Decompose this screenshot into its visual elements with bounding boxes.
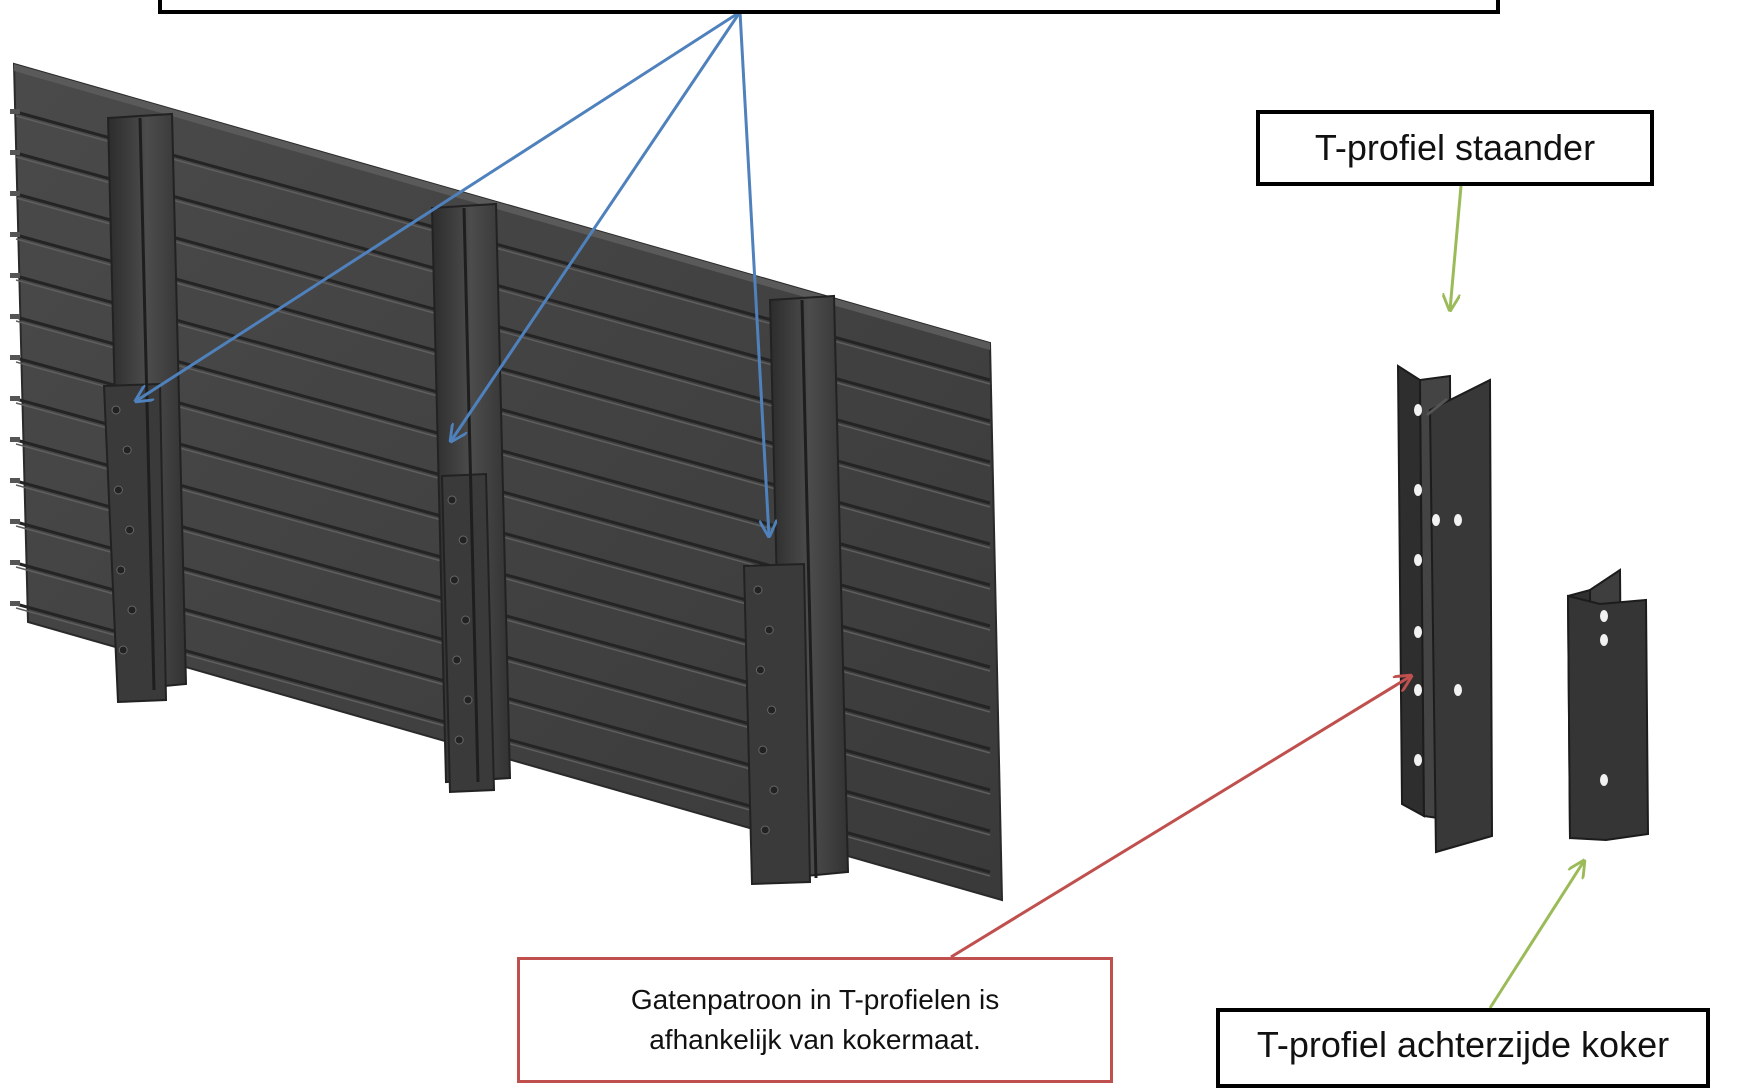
label-t-profiel-staander: T-profiel staander <box>1256 110 1654 186</box>
t-profile-achterzijde-part <box>1566 568 1650 842</box>
t-profile-staander-part <box>1396 364 1494 854</box>
top-callout-box <box>158 0 1500 14</box>
label-t-profiel-achterzijde: T-profiel achterzijde koker <box>1216 1008 1710 1088</box>
wall-post-2 <box>430 202 512 794</box>
staander-label-text: T-profiel staander <box>1314 127 1596 168</box>
gaten-label-line-2: afhankelijk van kokermaat. <box>649 1024 981 1055</box>
bolt-holes <box>111 405 779 835</box>
blue-arrow-2 <box>451 11 742 441</box>
red-arrow <box>950 676 1411 959</box>
blue-arrow-3 <box>738 11 769 536</box>
label-gatenpatroon: Gatenpatroon in T-profielen is afhankeli… <box>517 957 1113 1083</box>
achterzijde-label-text: T-profiel achterzijde koker <box>1256 1024 1670 1065</box>
green-arrow-achterzijde <box>1488 861 1584 1009</box>
gaten-label-line-1: Gatenpatroon in T-profielen is <box>630 984 1000 1015</box>
wall-post-3 <box>742 294 850 886</box>
blue-arrow-1 <box>136 10 741 401</box>
part-bolt-holes <box>1414 404 1608 786</box>
green-arrow-staander <box>1450 185 1463 310</box>
